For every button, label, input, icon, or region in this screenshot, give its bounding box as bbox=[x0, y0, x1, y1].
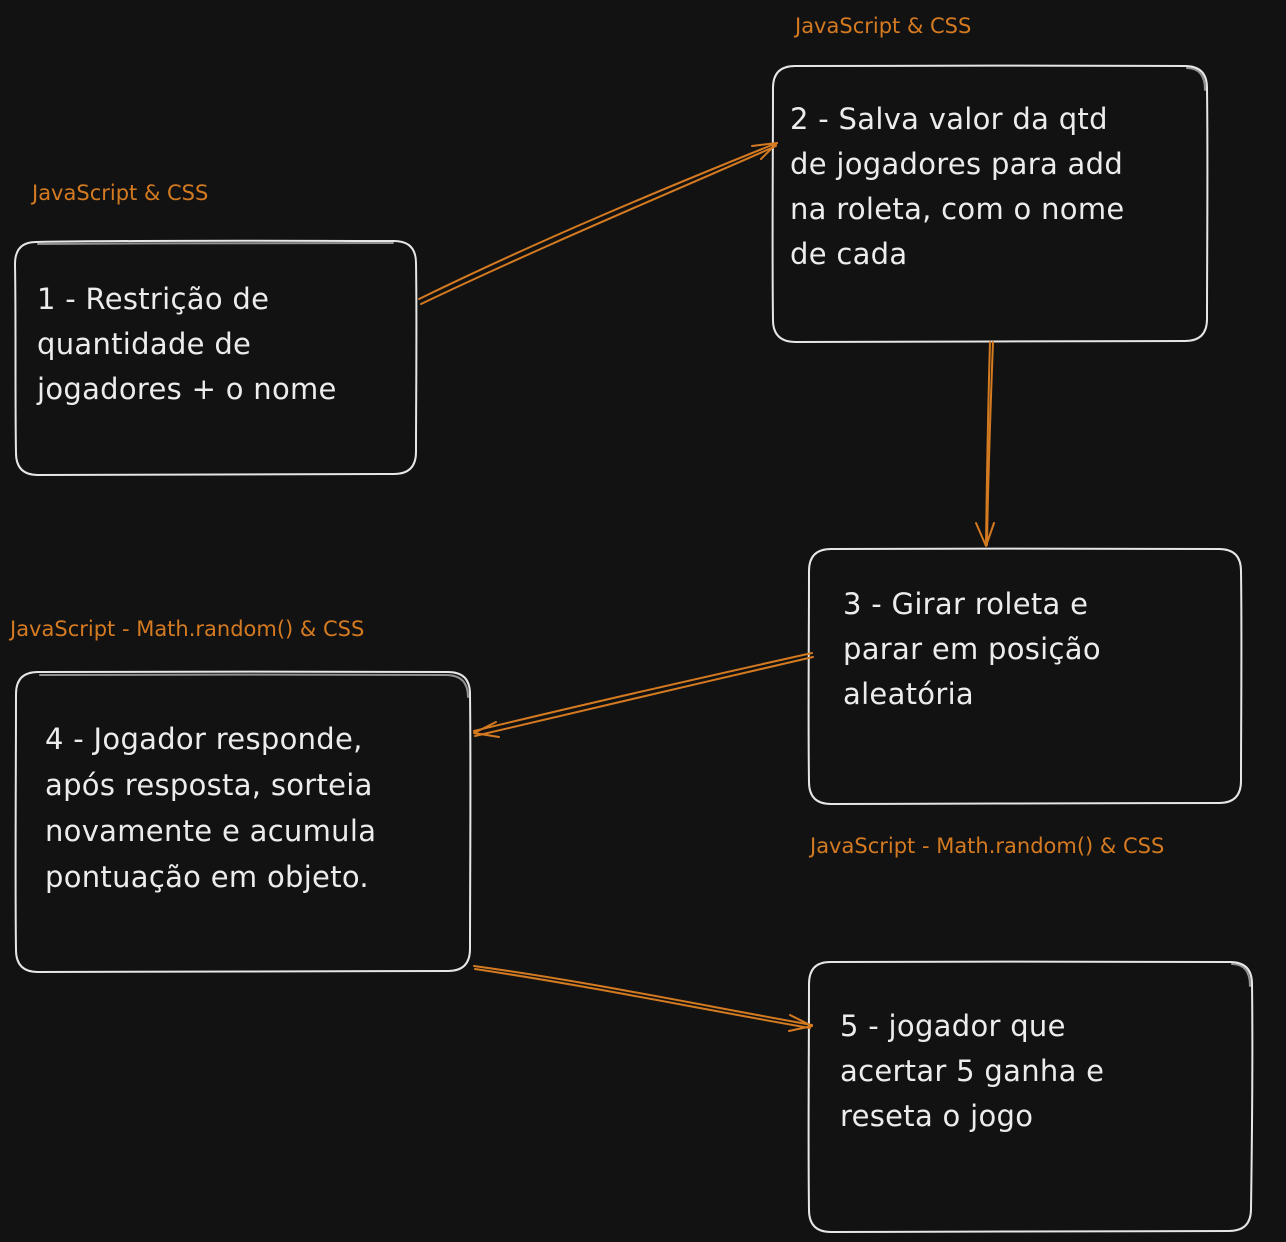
step-2-tag: JavaScript & CSS bbox=[795, 14, 972, 38]
step-5-box bbox=[807, 960, 1254, 1233]
arrow-2-to-3 bbox=[975, 341, 995, 547]
step-4-tag: JavaScript - Math.random() & CSS bbox=[10, 617, 365, 641]
step-3-tag: JavaScript - Math.random() & CSS bbox=[810, 834, 1165, 858]
step-3-box bbox=[807, 547, 1243, 805]
step-3-text: 3 - Girar roleta e parar em posição alea… bbox=[843, 587, 1101, 711]
arrow-4-to-5 bbox=[473, 965, 813, 1032]
step-1-tag: JavaScript & CSS bbox=[32, 181, 209, 205]
step-1-text: 1 - Restrição de quantidade de jogadores… bbox=[37, 282, 337, 406]
step-1-box bbox=[14, 239, 418, 476]
step-2-box bbox=[771, 64, 1209, 343]
step-4-box bbox=[14, 670, 472, 973]
arrow-1-to-2 bbox=[418, 142, 778, 305]
arrow-3-to-4 bbox=[473, 652, 814, 738]
step-4-text: 4 - Jogador responde, após resposta, sor… bbox=[45, 722, 377, 894]
step-2-text: 2 - Salva valor da qtd de jogadores para… bbox=[790, 102, 1125, 271]
step-5-text: 5 - jogador que acertar 5 ganha e reseta… bbox=[840, 1009, 1105, 1133]
